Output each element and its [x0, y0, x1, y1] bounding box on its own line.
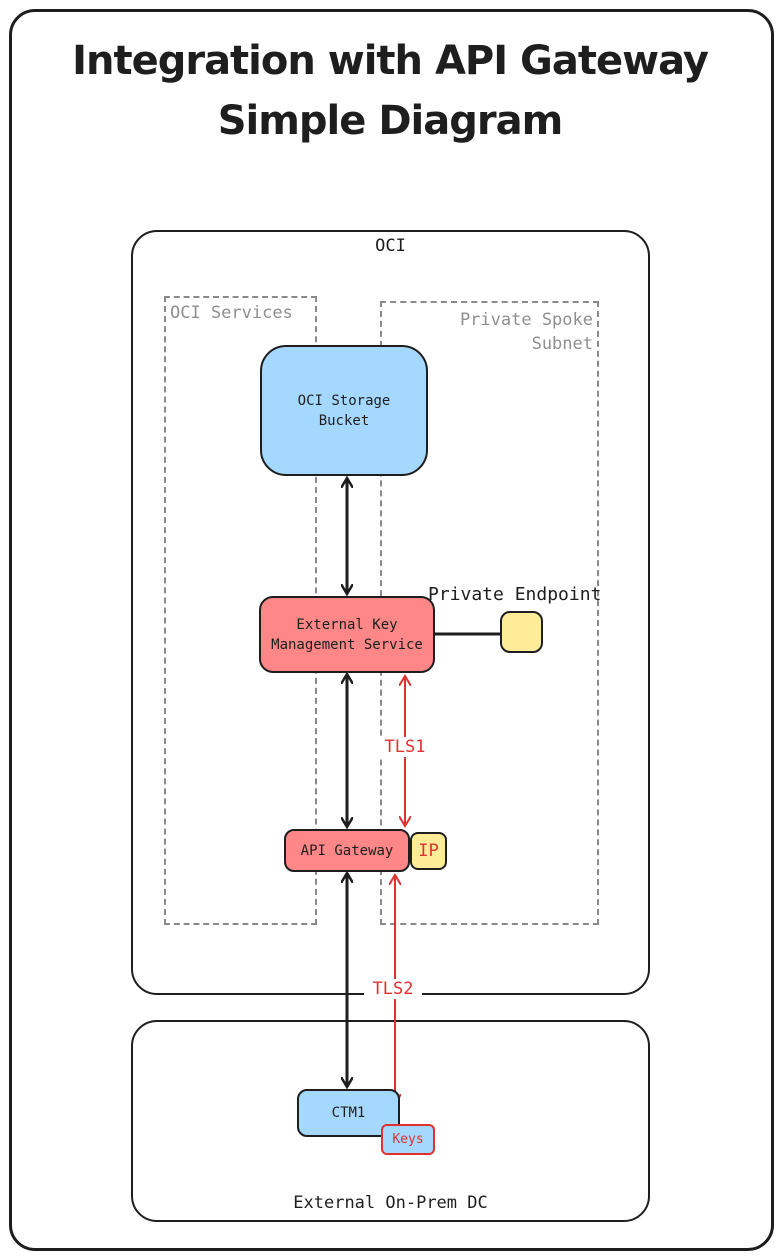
ekms-node[interactable]: External Key Management Service [259, 596, 435, 673]
api-gateway-ip-node[interactable]: IP [410, 832, 447, 870]
on-prem-zone-label: External On-Prem DC [293, 1193, 488, 1213]
ekms-label: External Key Management Service [271, 616, 423, 653]
keys-label: Keys [392, 1131, 424, 1147]
api-gateway-node[interactable]: API Gateway [284, 829, 410, 872]
diagram-frame [9, 9, 774, 1251]
private-endpoint-label: Private Endpoint [428, 584, 602, 605]
tls2-label: TLS2 [364, 979, 422, 999]
api-gateway-label: API Gateway [300, 842, 394, 859]
diagram-title-line2: Simple Diagram [217, 98, 564, 144]
oci-services-label: OCI Services [170, 303, 293, 323]
oci-storage-bucket-node[interactable]: OCI Storage Bucket [260, 345, 428, 476]
tls1-label: TLS1 [380, 737, 430, 757]
oci-zone-label: OCI [375, 236, 406, 256]
ctm1-node[interactable]: CTM1 [297, 1089, 400, 1137]
private-endpoint-node[interactable] [500, 611, 543, 653]
api-gateway-ip-label: IP [418, 841, 439, 861]
ctm1-label: CTM1 [331, 1105, 366, 1121]
oci-storage-bucket-label: OCI Storage Bucket [297, 392, 391, 429]
keys-node[interactable]: Keys [381, 1124, 435, 1155]
private-spoke-subnet-label: Private Spoke Subnet [459, 310, 593, 354]
diagram-title-line1: Integration with API Gateway [72, 38, 709, 84]
